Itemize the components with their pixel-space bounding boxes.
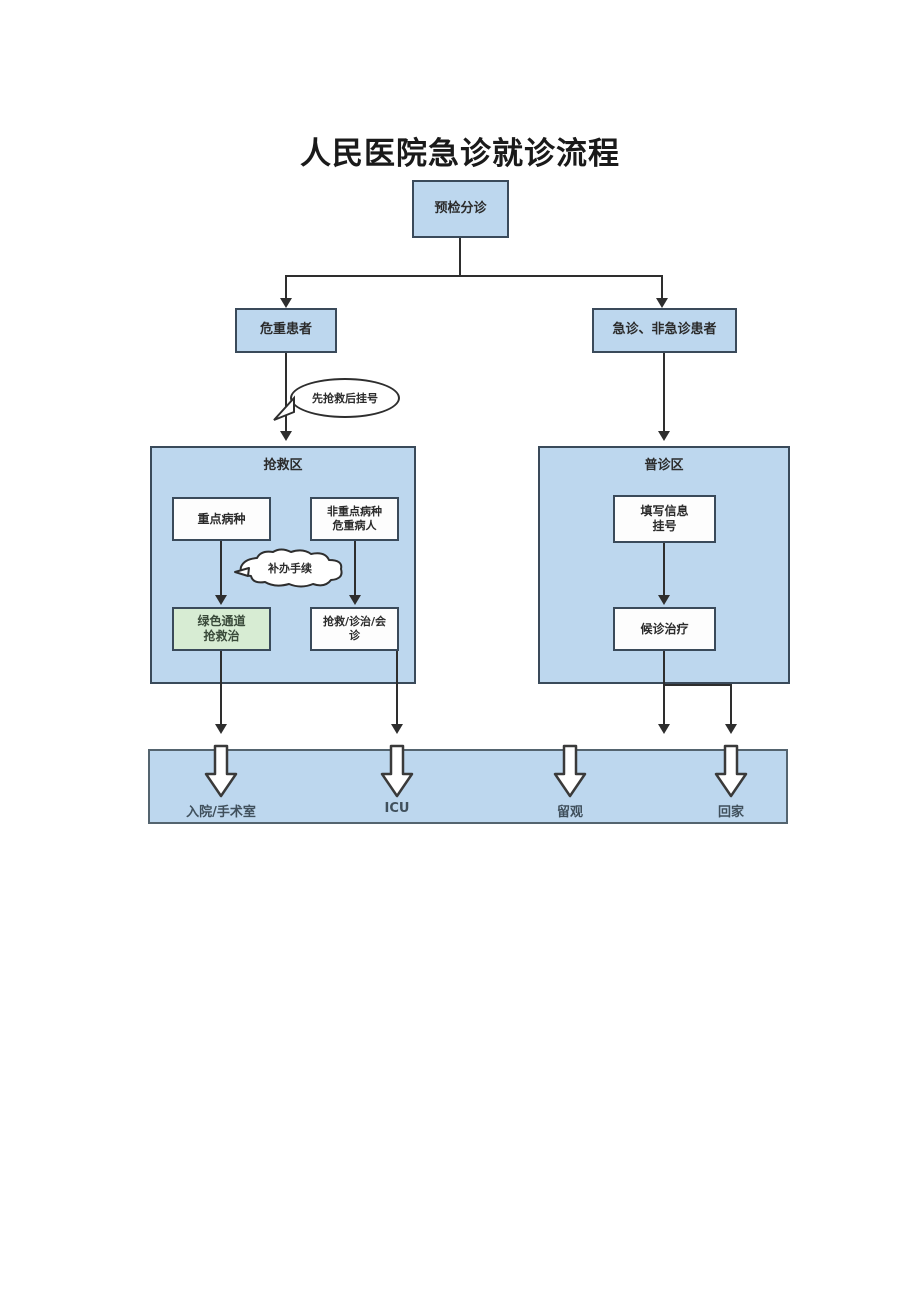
- connector-triage-stem: [459, 238, 461, 276]
- connector-triage-left-drop: [285, 275, 287, 300]
- outcome-label-admission: 入院/手术室: [186, 805, 256, 820]
- block-arrow-icu: [380, 744, 414, 798]
- arrowhead-wait-treat-to-bar: [658, 724, 670, 734]
- panel-rescue-zone-title: 抢救区: [263, 458, 303, 473]
- arrowhead-green-channel-to-bar: [215, 724, 227, 734]
- node-general-patient[interactable]: 急诊、非急诊患者: [592, 308, 737, 353]
- outcome-label-home: 回家: [717, 805, 745, 820]
- node-triage[interactable]: 预检分诊: [412, 180, 509, 238]
- outcome-label-observation: 留观: [556, 805, 584, 820]
- block-arrow-admission: [204, 744, 238, 798]
- arrowhead-rescue-treat-to-bar: [391, 724, 403, 734]
- arrowhead-to-critical: [280, 298, 292, 308]
- callout-first-rescue-then-register: 先抢救后挂号: [290, 378, 400, 418]
- node-wait-treatment[interactable]: 候诊治疗: [613, 607, 716, 651]
- arrowhead-register-to-wait: [658, 595, 670, 605]
- node-nonkey-critical-patient[interactable]: 非重点病种 危重病人: [310, 497, 399, 541]
- connector-clinic-home-bus: [663, 684, 731, 686]
- arrowhead-clinic-to-home: [725, 724, 737, 734]
- outcome-bar: [148, 749, 788, 824]
- callout-first-rescue-tail: [273, 395, 295, 421]
- node-green-channel[interactable]: 绿色通道 抢救治: [172, 607, 271, 651]
- connector-rescue-treat-to-bar: [396, 651, 398, 726]
- connector-triage-right-drop: [661, 275, 663, 300]
- outcome-label-icu: ICU: [384, 801, 410, 816]
- node-key-disease[interactable]: 重点病种: [172, 497, 271, 541]
- arrowhead-key-disease-to-green-channel: [215, 595, 227, 605]
- panel-clinic-zone-title: 普诊区: [644, 458, 684, 473]
- connector-key-disease-to-green-channel: [220, 541, 222, 597]
- connector-triage-bus: [286, 275, 662, 277]
- arrowhead-critical-to-rescue-zone: [280, 431, 292, 441]
- connector-wait-treat-to-bar: [663, 651, 665, 726]
- connector-register-to-wait: [663, 543, 665, 597]
- connector-general-to-clinic-zone: [663, 353, 665, 433]
- connector-clinic-to-home: [730, 684, 732, 726]
- node-fill-info-register[interactable]: 填写信息 挂号: [613, 495, 716, 543]
- page-title: 人民医院急诊就诊流程: [300, 136, 620, 172]
- arrowhead-to-general: [656, 298, 668, 308]
- arrowhead-nonkey-to-rescue-treat: [349, 595, 361, 605]
- connector-green-channel-to-bar: [220, 651, 222, 726]
- arrowhead-general-to-clinic-zone: [658, 431, 670, 441]
- callout-supplementary-formalities: 补办手续: [231, 548, 349, 588]
- node-rescue-treat-consult[interactable]: 抢救/诊治/会 诊: [310, 607, 399, 651]
- connector-nonkey-to-rescue-treat: [354, 541, 356, 597]
- block-arrow-home: [714, 744, 748, 798]
- connector-critical-to-rescue-zone: [285, 353, 287, 433]
- node-critical-patient[interactable]: 危重患者: [235, 308, 337, 353]
- block-arrow-observation: [553, 744, 587, 798]
